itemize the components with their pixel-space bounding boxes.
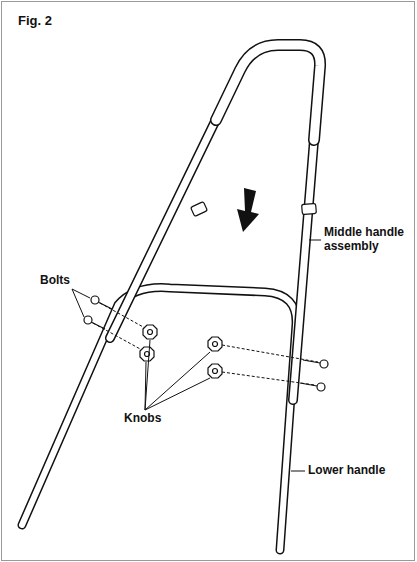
middle-handle-tube: [110, 45, 320, 400]
leader-line: [72, 240, 321, 471]
direction-arrow: [237, 188, 259, 232]
knob: [140, 325, 222, 378]
figure-title: Fig. 2: [18, 14, 52, 29]
assembly-line: [93, 303, 318, 385]
part-label: Bolts: [40, 274, 70, 288]
bolt: [84, 296, 328, 391]
part-label: Knobs: [124, 412, 161, 426]
part-label: Lower handle: [308, 464, 385, 478]
part-label: Middle handle assembly: [324, 226, 410, 254]
lower-handle-tube: [22, 288, 296, 550]
